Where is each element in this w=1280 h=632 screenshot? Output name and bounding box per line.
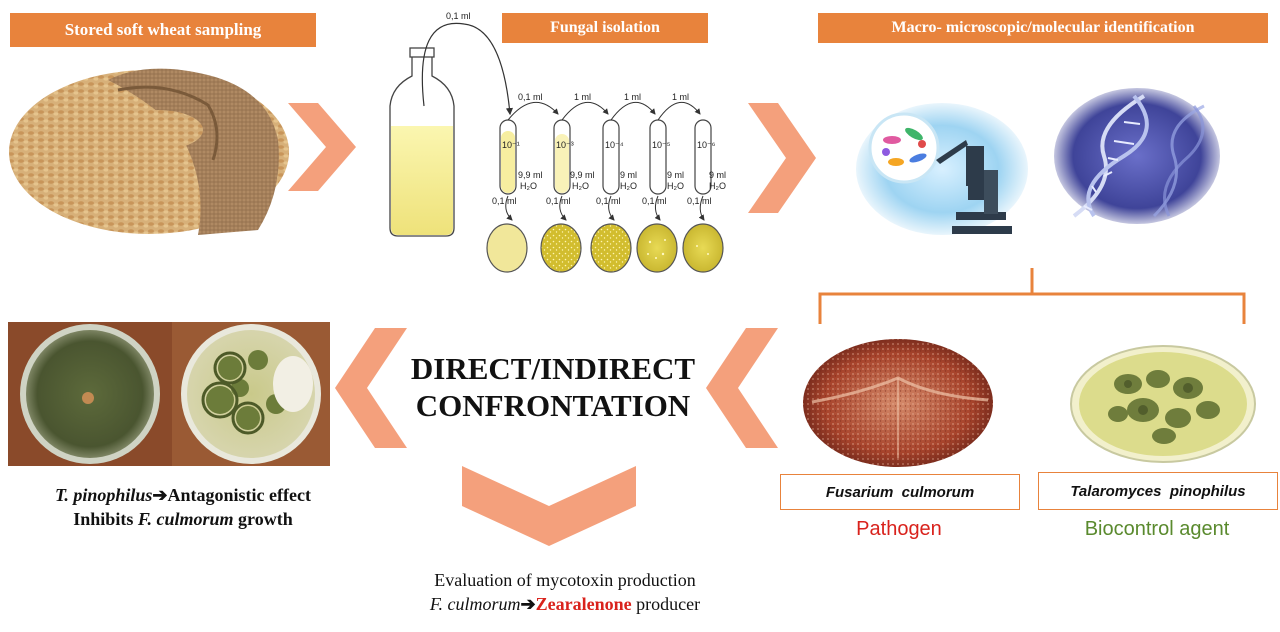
plating-label-1: 0,1 ml — [492, 196, 517, 206]
top-transfer-label: 0,1 ml — [446, 11, 471, 21]
plating-label-2: 0,1 ml — [546, 196, 571, 206]
tube-4-vol: 9 ml — [667, 170, 684, 180]
mycotoxin-organism: F. culmorum — [429, 594, 521, 614]
tube-1 — [499, 119, 517, 195]
tube-2-vol: 9,9 ml — [570, 170, 595, 180]
pathogen-name: Fusarium culmorum — [825, 483, 975, 501]
tube-3-solvent: H₂O — [620, 181, 637, 191]
antagonism-organism: T. pinophilus — [55, 485, 153, 505]
biocontrol-role: Biocontrol agent — [1084, 518, 1230, 540]
plate-4 — [636, 223, 678, 273]
talaromyces-culture-image — [1070, 345, 1256, 463]
tube-3-exp: 10⁻⁴ — [605, 140, 624, 150]
transfer-label-4: 1 ml — [672, 92, 689, 102]
mycotoxin-line2-post: producer — [631, 594, 701, 614]
confrontation-line-1: DIRECT/INDIRECT — [410, 351, 696, 386]
plate-5 — [682, 223, 724, 273]
antagonism-line2-post: growth — [233, 509, 293, 529]
microscope-image — [856, 103, 1028, 235]
confrontation-title: DIRECT/INDIRECT CONFRONTATION — [388, 350, 718, 424]
chevron-down — [462, 466, 636, 546]
chevron-right-1 — [288, 103, 356, 191]
mycotoxin-line-1: Evaluation of mycotoxin production — [434, 570, 696, 590]
transfer-label-2: 1 ml — [574, 92, 591, 102]
tube-2-solvent: H₂O — [572, 181, 589, 191]
wheat-sack-image — [9, 68, 289, 235]
antagonism-effect: Antagonistic effect — [167, 485, 311, 505]
pathogen-name-box: Fusarium culmorum — [780, 474, 1020, 510]
antagonism-line2-pre: Inhibits — [73, 509, 138, 529]
antagonism-target: F. culmorum — [137, 509, 234, 529]
transfer-label-1: 0,1 ml — [518, 92, 543, 102]
tube-2 — [553, 119, 571, 195]
tube-1-exp: 10⁻¹ — [502, 140, 520, 150]
tube-5-exp: 10⁻⁶ — [697, 140, 716, 150]
plate-2 — [540, 223, 582, 273]
plate-1 — [486, 223, 528, 273]
pathogen-role: Pathogen — [856, 518, 942, 540]
dna-helix-image — [1054, 88, 1220, 224]
chevron-left-1 — [706, 328, 778, 448]
tube-5-vol: 9 ml — [709, 170, 726, 180]
serial-dilution-diagram: 0,1 ml 10⁻¹ 10⁻³ 10⁻⁴ 10⁻⁵ 10⁻⁶ 9,9 ml H… — [389, 11, 726, 273]
arrow-right-icon: ➔ — [152, 485, 168, 505]
tube-1-vol: 9,9 ml — [518, 170, 543, 180]
plate-3 — [590, 223, 632, 273]
transfer-label-3: 1 ml — [624, 92, 641, 102]
step-label-identification: Macro- microscopic/molecular identificat… — [818, 13, 1268, 43]
step-label-isolation: Fungal isolation — [502, 13, 708, 43]
mycotoxin-caption: Evaluation of mycotoxin production F. cu… — [360, 568, 770, 616]
plating-label-3: 0,1 ml — [596, 196, 621, 206]
tube-5 — [694, 119, 712, 195]
step-label-sampling: Stored soft wheat sampling — [10, 13, 316, 47]
tube-3-vol: 9 ml — [620, 170, 637, 180]
confrontation-line-2: CONFRONTATION — [415, 388, 691, 423]
species-bracket — [818, 268, 1246, 324]
tube-4-solvent: H₂O — [667, 181, 684, 191]
biocontrol-name-box: Talaromyces pinophilus — [1038, 472, 1278, 510]
fusarium-culture-image — [803, 339, 993, 467]
antagonism-caption: T. pinophilus➔Antagonistic effect Inhibi… — [0, 483, 366, 531]
tube-4-exp: 10⁻⁵ — [652, 140, 671, 150]
biocontrol-name: Talaromyces pinophilus — [1070, 482, 1246, 500]
chevron-right-2 — [748, 103, 816, 213]
arrow-right-icon-2: ➔ — [520, 594, 536, 614]
tube-5-solvent: H₂O — [709, 181, 726, 191]
tube-3 — [602, 119, 620, 195]
chevron-left-2 — [335, 328, 407, 448]
tube-4 — [649, 119, 667, 195]
confrontation-plates-image — [8, 322, 330, 466]
tube-2-exp: 10⁻³ — [556, 140, 574, 150]
plating-label-4: 0,1 ml — [642, 196, 667, 206]
plating-label-5: 0,1 ml — [687, 196, 712, 206]
zearalenone-label: Zearalenone — [535, 594, 632, 614]
tube-1-solvent: H₂O — [520, 181, 537, 191]
